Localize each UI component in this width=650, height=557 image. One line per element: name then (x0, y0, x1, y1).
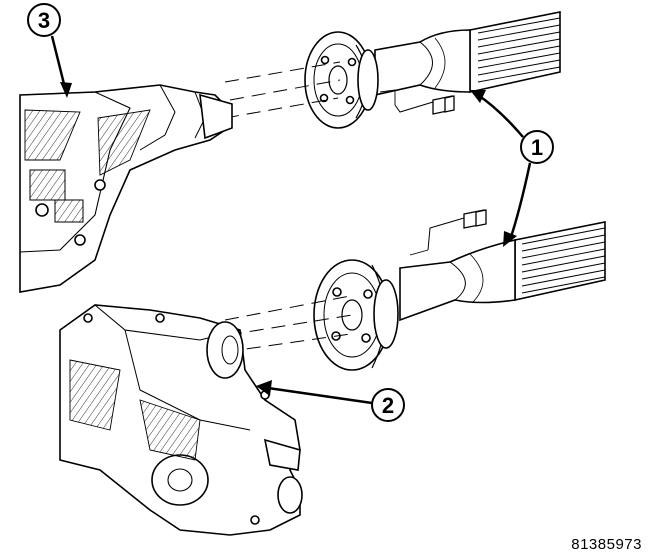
callout-1-label: 1 (531, 135, 543, 160)
callout-3-label: 3 (38, 8, 50, 33)
transfer-case-housing (59, 304, 303, 536)
lower-driveshaft (313, 221, 606, 371)
callout-2: 2 (256, 380, 405, 422)
upper-bolt (379, 89, 455, 115)
callout-2-label: 2 (382, 393, 394, 418)
upper-driveshaft (304, 11, 561, 129)
callout-1: 1 (470, 90, 554, 247)
lower-bolt (409, 209, 487, 256)
transmission-housing (19, 84, 233, 293)
upper-alignment-lines (224, 61, 341, 119)
figure-number: 81385973 (571, 536, 642, 553)
callout-3: 3 (27, 3, 72, 98)
